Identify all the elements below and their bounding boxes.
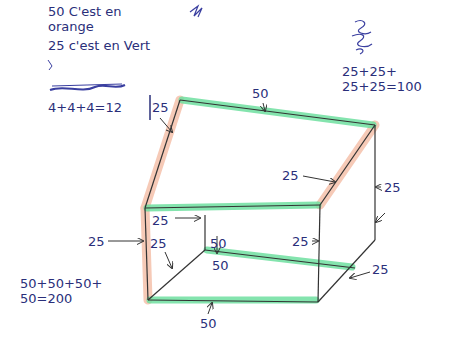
edge-length: 25 — [150, 236, 167, 251]
edge-length: 25 — [152, 213, 169, 228]
edge-length: 25 — [282, 168, 299, 183]
edge-length: 50 — [212, 258, 229, 273]
edge-length: 25 — [88, 234, 105, 249]
sum-note: 25+25+ 25+25=100 — [342, 64, 434, 94]
edge-length: 50 — [252, 86, 269, 101]
edge-length: 50 — [210, 236, 227, 251]
edge-length: 50 — [200, 316, 217, 331]
sum-note: 4+4+4=12 — [48, 100, 122, 115]
edge-length: 25 — [384, 180, 401, 195]
color-note: 50 C'est en orange — [48, 4, 143, 34]
color-note: 25 c'est en Vert — [48, 38, 188, 53]
edge-length: 25 — [292, 234, 309, 249]
edge-length: 25 — [372, 262, 389, 277]
sum-note: 50+50+50+ 50=200 — [20, 276, 112, 306]
edge-length: 25 — [152, 100, 169, 115]
